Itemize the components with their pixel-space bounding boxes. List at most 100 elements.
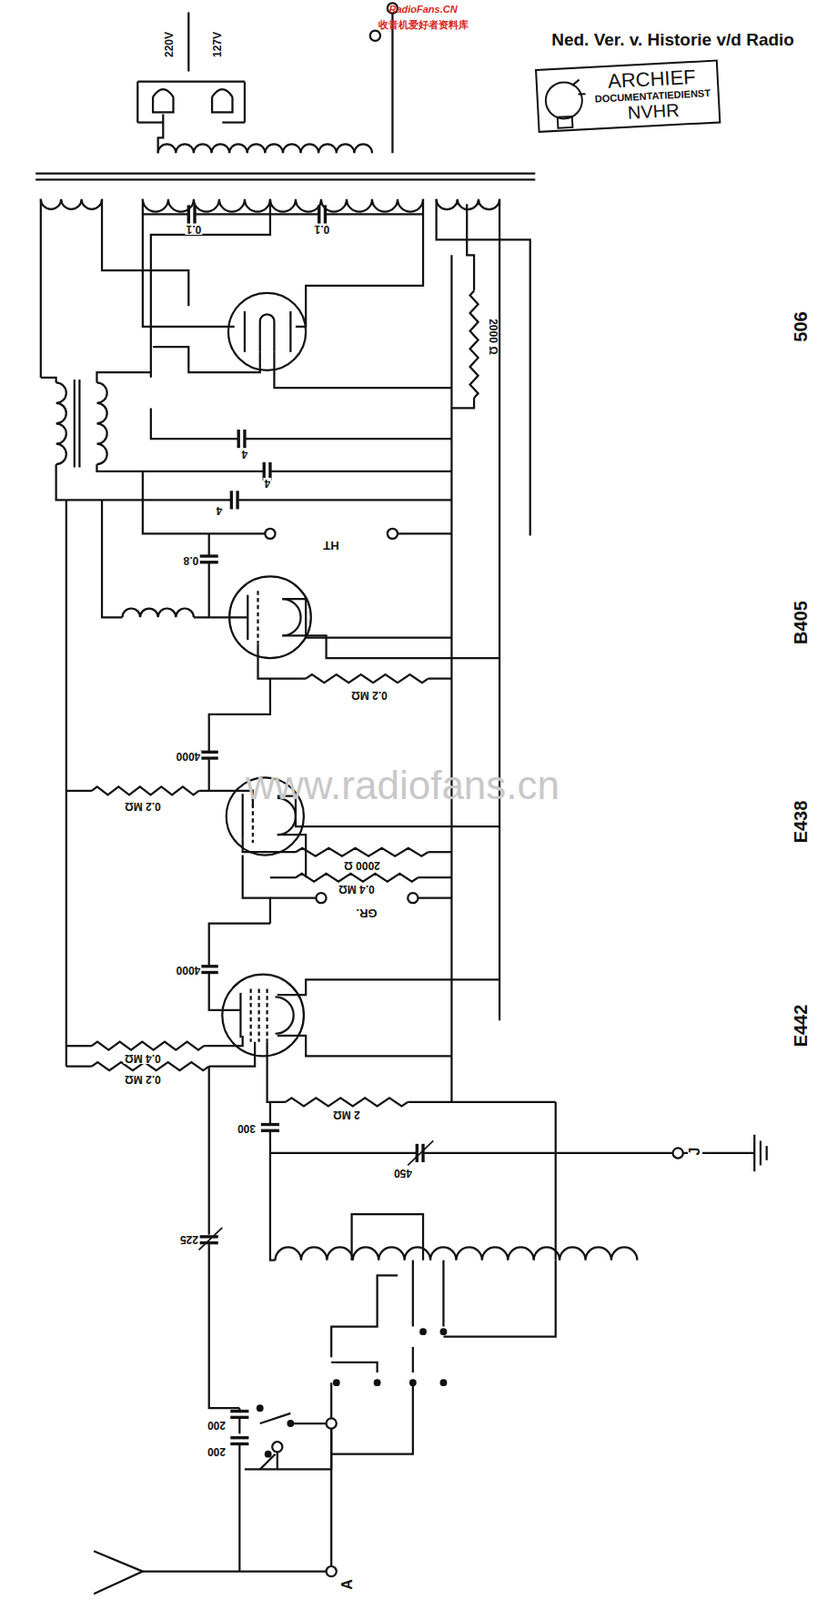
component-value: 4000 [175, 750, 202, 762]
component-value: 4 [262, 477, 272, 489]
wire [56, 463, 67, 500]
watermark: 收音机爱好者资料库 [377, 19, 470, 30]
resistor-symbol [91, 786, 200, 795]
capacitor-symbol [261, 1122, 280, 1126]
component-value: 2000 Ω [487, 317, 499, 356]
wire [412, 1346, 414, 1372]
wire [208, 563, 211, 617]
wire [221, 121, 245, 123]
wire [209, 1041, 255, 1067]
wire [273, 352, 452, 388]
wire [238, 1444, 241, 1572]
terminal [264, 528, 275, 539]
wire [260, 1412, 292, 1423]
switch-contact [374, 1379, 381, 1385]
terminal [272, 1441, 283, 1452]
wire [40, 377, 57, 384]
watermark: www.radiofans.cn [244, 765, 561, 806]
tube-type: 506 [791, 310, 810, 343]
wire [66, 789, 92, 792]
wire [142, 1569, 327, 1572]
wire [243, 311, 246, 353]
tube-envelope [228, 292, 306, 371]
component-value: 2 MΩ [332, 1109, 362, 1120]
capacitor-symbol [230, 1409, 249, 1412]
tube-type: B405 [791, 599, 810, 646]
wire [66, 1044, 92, 1047]
component-value: 200 [206, 1445, 227, 1457]
resistor-symbol [91, 1041, 204, 1050]
wire [428, 850, 453, 853]
wire [242, 793, 244, 838]
terminal-name: GR. [355, 907, 379, 919]
wire [151, 407, 238, 439]
component-value: 0.1 [313, 223, 332, 235]
wire [78, 379, 81, 467]
wire [209, 678, 271, 752]
wire [137, 121, 163, 123]
wire [331, 1274, 398, 1357]
tube-type: E442 [791, 1002, 810, 1048]
component-value: 2000 Ω [342, 859, 382, 871]
terminal [407, 892, 418, 903]
wire [282, 635, 500, 658]
wire [391, 13, 394, 154]
terminal [326, 1565, 337, 1576]
resistor-symbol [285, 1097, 408, 1106]
wire [331, 1361, 377, 1372]
wire [66, 498, 231, 501]
terminal [387, 528, 398, 539]
wire [66, 1065, 92, 1068]
capacitor-symbol [415, 1143, 419, 1162]
wire [96, 372, 151, 383]
tube-filament [275, 996, 294, 1033]
tube-filament [260, 313, 275, 352]
component-value: 300 [236, 1122, 257, 1134]
coil-winding [40, 199, 102, 210]
wire [101, 470, 263, 473]
component-value: 0.2 MΩ [350, 689, 389, 701]
wire [443, 1260, 555, 1337]
wire [759, 1139, 762, 1165]
component-value: 0.8 [181, 554, 200, 566]
coil-winding [158, 143, 373, 153]
capacitor-symbol [230, 1435, 249, 1439]
switch-contact [441, 1328, 447, 1334]
wire [193, 615, 248, 618]
wire [260, 1453, 276, 1470]
capacitor-symbol [187, 204, 191, 223]
capacitor-symbol [230, 490, 233, 509]
wire [397, 532, 452, 535]
wire [151, 199, 271, 378]
resistor-symbol [470, 291, 479, 399]
wire [239, 992, 242, 1038]
terminal-name: J [687, 1145, 703, 1156]
coil-winding [275, 1246, 638, 1260]
wire [209, 973, 242, 1010]
wire [407, 1100, 555, 1103]
wire [258, 643, 307, 678]
capacitor-symbol [317, 204, 321, 223]
wire [35, 178, 535, 181]
wire [73, 379, 76, 467]
component-value: 0.4 MΩ [337, 883, 376, 895]
capacitor-symbol [200, 964, 219, 968]
wire [277, 978, 500, 995]
wire [267, 1041, 286, 1102]
wire [282, 598, 452, 638]
wire [330, 1428, 333, 1566]
wire [326, 212, 424, 215]
variable-arrow [199, 1227, 223, 1251]
tube-filament [282, 598, 301, 636]
voltage-tap: 220V [163, 30, 175, 59]
wire [142, 471, 265, 534]
wire [208, 533, 211, 555]
tube-grid [265, 988, 268, 1041]
terminal [673, 1147, 684, 1158]
tube-grid [256, 590, 259, 644]
voltage-selector [152, 89, 173, 112]
component-value: 0.2 MΩ [123, 800, 162, 812]
wire [270, 897, 316, 899]
component-value: 0.2 MΩ [123, 1073, 162, 1085]
wire [289, 311, 292, 353]
